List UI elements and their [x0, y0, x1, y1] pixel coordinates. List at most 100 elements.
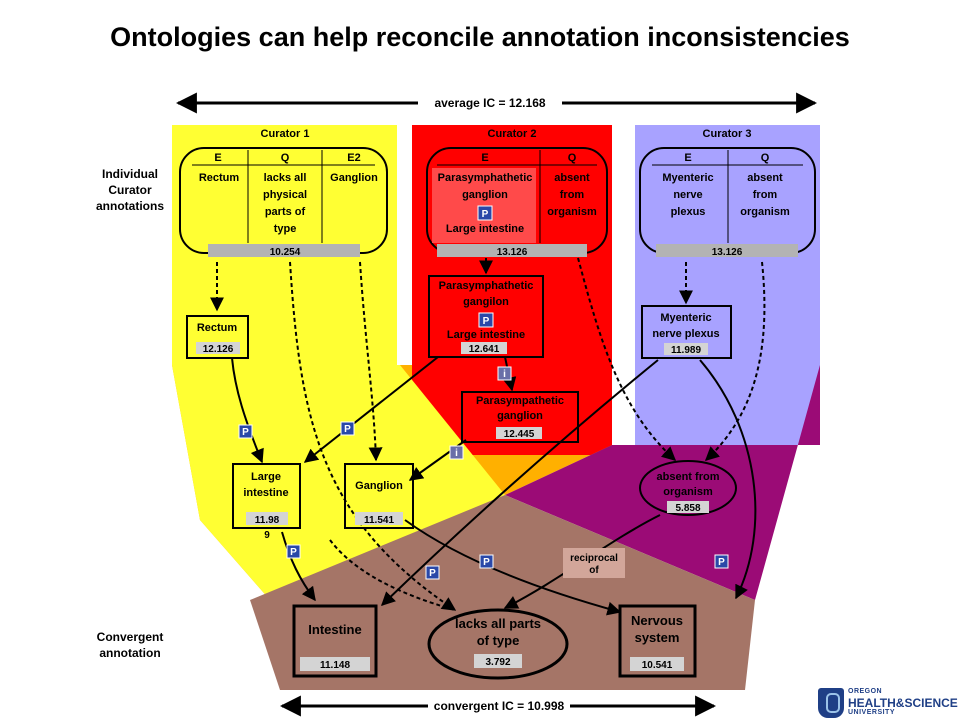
col-header: E	[481, 152, 488, 164]
svg-text:Large intestine: Large intestine	[447, 329, 525, 341]
node-ganglion: Ganglion 11.541	[344, 463, 414, 529]
quality-text: absent	[554, 172, 590, 184]
svg-text:9: 9	[264, 530, 270, 541]
edge-dashed-large-lacks	[329, 539, 456, 611]
curator2-heading: Curator 2	[488, 128, 537, 140]
edge-parasym-large	[303, 356, 439, 463]
svg-text:11.541: 11.541	[364, 515, 394, 526]
individual-label-line: annotations	[96, 199, 164, 213]
node-large-intestine: Large intestine 11.98 9	[232, 463, 301, 541]
svg-text:11.98: 11.98	[255, 515, 280, 526]
svg-text:P: P	[242, 427, 249, 438]
edge-dashed-c3-absent	[704, 261, 766, 461]
svg-text:P: P	[290, 547, 297, 558]
part-of-badge: P	[425, 565, 440, 580]
part-of-badge: P	[238, 424, 253, 439]
svg-text:Ganglion: Ganglion	[355, 480, 403, 492]
svg-text:nerve plexus: nerve plexus	[652, 328, 719, 340]
edge-myenteric-intestine	[380, 359, 659, 606]
convergent-label-line: annotation	[99, 646, 161, 660]
svg-text:Parasympathetic: Parasympathetic	[476, 395, 564, 407]
curator3-heading: Curator 3	[703, 128, 752, 140]
node-lacks-all-parts-of-type: lacks all parts of type 3.792	[427, 608, 569, 680]
part-of-badge: P	[477, 205, 493, 221]
individual-annotations-label: Individual Curator annotations	[92, 166, 168, 214]
convergent-annotation-label: Convergent annotation	[92, 629, 168, 661]
svg-text:5.858: 5.858	[675, 503, 700, 514]
svg-text:Myenteric: Myenteric	[660, 312, 711, 324]
col-header: Q	[568, 152, 577, 164]
svg-text:11.989: 11.989	[671, 345, 701, 356]
col-header: E	[214, 152, 221, 164]
entity-text: plexus	[671, 206, 706, 218]
svg-text:Rectum: Rectum	[197, 322, 238, 334]
col-header: E	[684, 152, 691, 164]
convergent-ic-label-bg	[428, 697, 570, 715]
part-of-badge: P	[340, 421, 355, 436]
svg-text:of type: of type	[477, 633, 520, 648]
svg-text:P: P	[483, 557, 490, 568]
curator1-heading: Curator 1	[261, 128, 310, 140]
curator3-region	[635, 125, 820, 445]
average-ic-label-bg	[418, 94, 562, 112]
svg-text:11.148: 11.148	[320, 660, 350, 671]
quality-text: type	[274, 223, 297, 235]
svg-text:intestine: intestine	[243, 487, 288, 499]
curator2-score: 13.126	[497, 247, 528, 258]
is-a-badge: i	[497, 366, 512, 381]
edge-dashed-c1-lacks	[289, 261, 457, 611]
edge-ganglion-nervous	[404, 519, 622, 616]
edge-dashed-c1-ganglion	[359, 261, 383, 462]
curator1-score: 10.254	[270, 247, 301, 258]
svg-text:Parasymphathetic: Parasymphathetic	[439, 280, 534, 292]
node-parasympathetic-ganglion: Parasympathetic ganglion 12.445	[461, 391, 579, 443]
entity-sub-text: Large intestine	[446, 223, 524, 235]
svg-text:P: P	[429, 568, 436, 579]
svg-text:12.641: 12.641	[469, 344, 500, 355]
edge-rectum-large	[231, 357, 264, 464]
svg-text:i: i	[455, 448, 458, 459]
quality-text: from	[560, 189, 585, 201]
quality-text: absent	[747, 172, 783, 184]
svg-text:Large: Large	[251, 471, 281, 483]
svg-text:10.541: 10.541	[642, 660, 673, 671]
svg-text:Intestine: Intestine	[308, 622, 361, 637]
svg-text:12.126: 12.126	[203, 344, 234, 355]
entity-text: Rectum	[199, 172, 240, 184]
part-of-badge: P	[286, 544, 301, 559]
entity-text: ganglion	[462, 189, 508, 201]
average-ic-label: average IC = 12.168	[434, 96, 545, 110]
part-of-badge: P	[478, 312, 494, 328]
yellow-lower-region	[172, 365, 505, 600]
node-absent-from-organism: absent from organism 5.858	[639, 460, 737, 516]
col-header: Q	[761, 152, 770, 164]
logo-line-university: UNIVERSITY	[848, 709, 896, 716]
quality-text: lacks all	[264, 172, 307, 184]
svg-text:reciprocal: reciprocal	[570, 553, 618, 564]
entity-text: Parasymphathetic	[438, 172, 533, 184]
quality-text: physical	[263, 189, 307, 201]
svg-text:system: system	[635, 630, 680, 645]
logo-line-oregon: OREGON	[848, 688, 883, 695]
quality-text: parts of	[265, 206, 306, 218]
svg-text:i: i	[503, 369, 506, 380]
part-of-badge: P	[714, 554, 729, 569]
convergent-ic-label: convergent IC = 10.998	[434, 699, 565, 713]
entity-text: nerve	[673, 189, 702, 201]
reciprocal-of-label: reciprocal of	[563, 548, 625, 578]
svg-text:Nervous: Nervous	[631, 613, 683, 628]
svg-text:of: of	[589, 565, 599, 576]
svg-text:organism: organism	[663, 486, 713, 498]
quality-text: from	[753, 189, 778, 201]
convergent-label-line: Convergent	[96, 630, 164, 644]
purple-region	[505, 365, 820, 600]
part-of-badge: P	[479, 554, 494, 569]
edge-myenteric-nervous	[699, 359, 757, 600]
entity-text: Myenteric	[662, 172, 713, 184]
slide-title: Ontologies can help reconcile annotation…	[110, 22, 850, 52]
ohsu-logo: OREGON HEALTH&SCIENCE UNIVERSITY	[818, 688, 958, 718]
col-header: E2	[347, 152, 360, 164]
svg-text:3.792: 3.792	[485, 657, 510, 668]
curator3-annotation: E Q Myenteric nerve plexus absent from o…	[639, 147, 816, 258]
